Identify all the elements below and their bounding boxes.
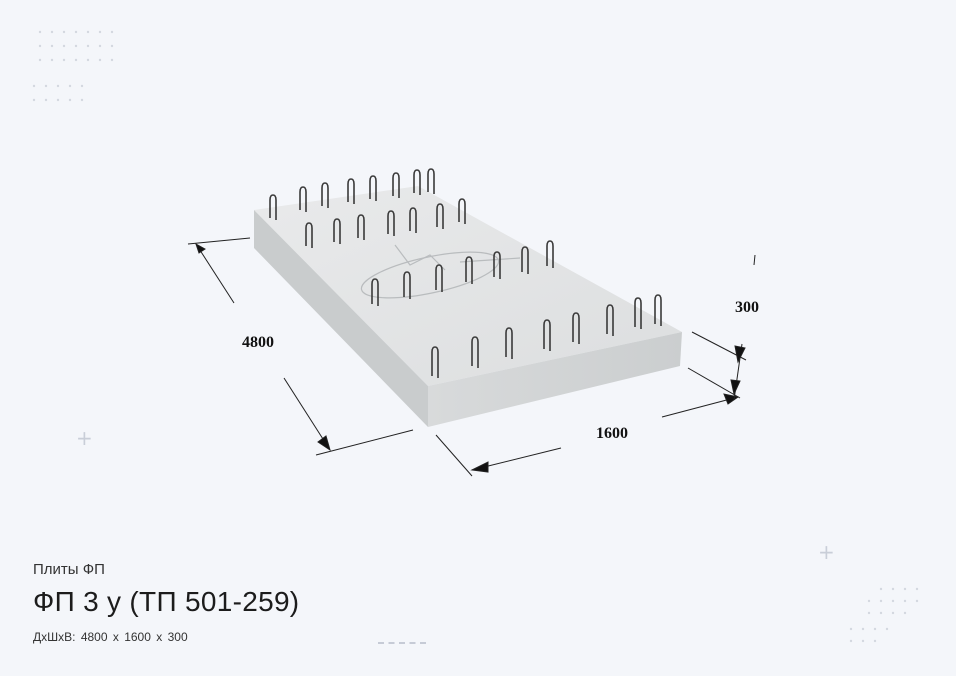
- rebar-loop: [546, 240, 554, 268]
- height-arrow-bottom: [730, 379, 741, 396]
- slab-embossed-marking: [360, 244, 521, 299]
- length-dimension-line-lower: [283, 377, 331, 451]
- width-arrow-left: [470, 461, 489, 473]
- rebar-loop: [431, 346, 439, 378]
- dimension-lines: [187, 237, 756, 477]
- rebar-loop: [572, 312, 580, 344]
- decorative-dot-grid-top-left: [32, 30, 114, 102]
- length-arrow-bottom: [317, 435, 331, 452]
- plus-decoration-left: +: [76, 426, 93, 450]
- rebar-loop: [427, 168, 435, 194]
- rebar-loop: [521, 246, 529, 274]
- decorative-dashed-line: [378, 642, 426, 644]
- dimension-separator: x: [156, 630, 163, 644]
- rebar-loop: [436, 203, 444, 229]
- rebar-loop: [369, 175, 377, 201]
- width-dimension-line-right: [661, 396, 739, 418]
- rebar-loop: [387, 210, 395, 236]
- width-extension-right: [687, 367, 741, 399]
- height-arrow-top: [734, 345, 746, 364]
- rebar-loop: [465, 256, 473, 284]
- concrete-slab: [254, 186, 682, 427]
- rebar-loop: [371, 278, 379, 306]
- rebar-loop: [305, 222, 313, 248]
- slab-top-face: [254, 186, 682, 386]
- length-extension-bottom: [315, 429, 414, 456]
- product-dimensions: ДхШхВ: 4800 x 1600 x 300: [33, 630, 190, 644]
- rebar-loop: [471, 336, 479, 368]
- dimensions-label: ДхШхВ:: [33, 630, 76, 644]
- rebar-loop: [392, 172, 400, 198]
- width-extension-left: [435, 434, 473, 477]
- rebar-loop: [606, 304, 614, 336]
- length-dimension-line-upper: [195, 243, 235, 304]
- rebar-loop: [321, 182, 329, 208]
- product-category: Плиты ФП: [33, 561, 105, 578]
- rebar-loop: [347, 178, 355, 204]
- stray-tick: [753, 254, 756, 266]
- rebar-loop: [505, 327, 513, 359]
- height-dimension-label: 300: [735, 299, 759, 316]
- slab-front-face: [428, 332, 682, 427]
- rebar-loop: [299, 186, 307, 212]
- rebar-loop: [458, 198, 466, 224]
- slab-left-face: [254, 210, 428, 427]
- product-title: ФП 3 у (ТП 501-259): [33, 586, 300, 617]
- width-dimension-label: 1600: [596, 425, 628, 442]
- dimension-height: 300: [167, 630, 188, 644]
- rebar-loops: [269, 168, 662, 378]
- rebar-loop: [269, 194, 277, 220]
- rebar-loop: [333, 218, 341, 244]
- rebar-loop: [634, 297, 642, 329]
- dimension-separator: x: [112, 630, 119, 644]
- plus-decoration-right: +: [818, 540, 835, 564]
- dimension-width: 1600: [124, 630, 151, 644]
- rebar-loop: [413, 169, 421, 195]
- rebar-loop: [493, 251, 501, 279]
- rebar-loop: [403, 271, 411, 299]
- length-arrow-top: [195, 242, 206, 254]
- decorative-dot-grid-bottom-right: [849, 587, 919, 643]
- dimension-length: 4800: [80, 630, 108, 644]
- rebar-loop: [357, 214, 365, 240]
- rebar-loop: [654, 294, 662, 326]
- length-extension-top: [187, 237, 251, 245]
- rebar-loop: [543, 319, 551, 351]
- rebar-loop: [409, 207, 417, 233]
- length-dimension-label: 4800: [242, 334, 274, 351]
- rebar-loop: [435, 264, 443, 292]
